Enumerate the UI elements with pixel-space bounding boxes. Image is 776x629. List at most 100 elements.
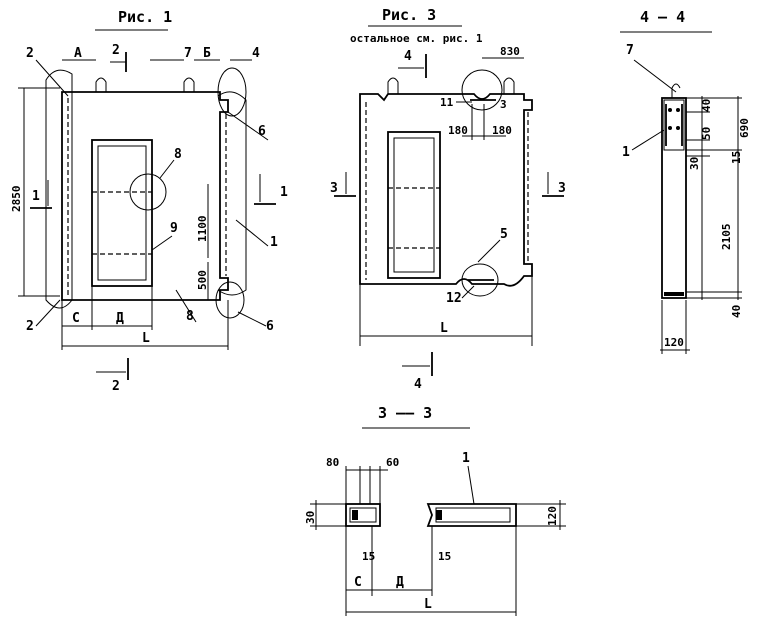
sec33-left-hatch [352, 510, 358, 520]
section-3-3-title: 3 —— 3 [378, 404, 432, 422]
sec44-lifting-loop [671, 83, 681, 98]
sec44-top-block [663, 99, 685, 151]
sec44-bar-1 [668, 108, 672, 112]
sec33-dim-60: 60 [386, 456, 399, 469]
sec44-bottom-plate [664, 292, 684, 296]
fig1-callout-9: 9 [170, 221, 178, 236]
fig3-dim-180-right: 180 [492, 124, 512, 137]
fig3-callout-11: 11 [440, 96, 454, 109]
sec33-dim-80: 80 [326, 456, 339, 469]
fig1-callout-6b-leader [237, 311, 267, 327]
sec33-callout-1: 1 [462, 451, 470, 466]
fig1-detail-circle-4 [217, 67, 247, 117]
titles: Рис. 1 Рис. 3 остальное см. рис. 1 4 — 4… [95, 6, 712, 429]
fig1-dim-a: А [74, 46, 82, 61]
sec44-dim-690: 690 [738, 118, 751, 138]
fig3-lifting-loop-right [503, 77, 515, 94]
fig3-dim-180-left: 180 [448, 124, 468, 137]
sec44-bar-2 [676, 108, 680, 112]
fig1-callout-8b-leader [175, 289, 197, 323]
sec33-dim-15-left: 15 [362, 550, 375, 563]
fig3-window-outer [387, 131, 441, 279]
fig3-callout-5: 5 [500, 227, 508, 242]
fig3-panel-outline [359, 93, 533, 287]
fig3-callout-5-leader [477, 239, 501, 263]
fig3-section-3-right: 3 [558, 181, 566, 196]
fig1-section-2-bottom: 2 [112, 379, 120, 394]
fig1-detail-circle-6 [215, 281, 245, 319]
fig3-section-3-left: 3 [330, 181, 338, 196]
sec33-right-inner [435, 507, 511, 523]
fig1-callout-4: 4 [252, 46, 260, 61]
sec44-callout-1-leader [631, 129, 665, 151]
sec44-callout-7-leader [633, 59, 677, 93]
fig3-title: Рис. 3 [382, 6, 436, 24]
fig1-callout-2-bottom: 2 [26, 319, 34, 334]
sec33-left-inner [349, 507, 377, 523]
fig1-callout-7: 7 [184, 46, 192, 61]
sec33-dim-120: 120 [546, 506, 559, 526]
sec44-dim-50: 50 [700, 127, 713, 140]
fig1-lifting-loop-left [95, 77, 107, 92]
fig1-callout-9-leader [151, 235, 173, 251]
fig3-callout-12-leader [461, 285, 475, 299]
sec33-dim-c: С [354, 575, 362, 590]
fig1-dim-b: Б [203, 46, 211, 61]
fig1-section-1-right: 1 [280, 185, 288, 200]
sec44-dim-15: 15 [730, 151, 743, 164]
fig3-callout-3: 3 [500, 98, 507, 111]
fig3-callout-12: 12 [446, 291, 462, 306]
sec33-dim-30: 30 [304, 511, 317, 524]
fig1-dim-l: L [142, 331, 150, 346]
fig1-dim-500: 500 [196, 270, 209, 290]
fig1-callout-2-leader [35, 59, 69, 97]
sec44-dim-120: 120 [664, 336, 684, 349]
fig1-panel-outline [61, 91, 229, 301]
section-4-4-title: 4 — 4 [640, 8, 685, 26]
fig3-section-4-bottom: 4 [414, 377, 422, 392]
fig1-section-1-left: 1 [32, 189, 40, 204]
fig1-window-inner [97, 145, 147, 281]
fig1-dim-c: С [72, 311, 80, 326]
sec33-dim-15-right: 15 [438, 550, 451, 563]
section-4-4: 7 1 40 50 690 30 15 2105 40 120 [622, 43, 751, 354]
fig3-elevation: 830 4 11 3 180 180 3 3 5 12 L 4 [330, 45, 566, 392]
sec44-dim-40-bottom: 40 [730, 305, 743, 318]
fig3-detail-circle-top [461, 69, 503, 111]
fig1-detail-loop-right [217, 91, 247, 296]
fig1-section-2-top: 2 [112, 43, 120, 58]
fig1-callout-8-bottom: 8 [186, 309, 194, 324]
fig1-callout-6-bottom: 6 [266, 319, 274, 334]
fig3-detail-circle-bottom [461, 263, 499, 297]
fig3-section-4-top: 4 [404, 49, 412, 64]
sec33-right-block [426, 503, 517, 527]
sec44-outline [661, 97, 687, 299]
fig3-lifting-loop-left [387, 77, 399, 94]
sec44-callout-1: 1 [622, 145, 630, 160]
sec33-right-hatch [436, 510, 442, 520]
sec44-dim-2105: 2105 [720, 224, 733, 251]
fig1-callout-1: 1 [270, 235, 278, 250]
fig1-detail-circle-8 [129, 173, 167, 211]
section-3-3: 1 80 60 30 120 15 15 С Д L [304, 451, 566, 616]
fig1-height-dim: 2850 [10, 186, 23, 213]
fig1-dim-1100: 1100 [196, 216, 209, 243]
fig1-callout-6-top: 6 [258, 124, 266, 139]
sec44-dim-30: 30 [688, 157, 701, 170]
sec33-left-block [345, 503, 381, 527]
fig1-lifting-loop-right [183, 77, 195, 92]
sec44-bar-4 [676, 126, 680, 130]
sec44-dim-40-top: 40 [700, 99, 713, 112]
fig3-window-inner [393, 137, 435, 273]
fig1-elevation: А Б 2 7 2 4 6 8 9 1 2850 1100 500 1 1 [10, 43, 288, 394]
fig1-callout-1-leader [235, 219, 269, 247]
fig1-callout-2b-leader [35, 299, 61, 327]
sec44-bar-3 [668, 126, 672, 130]
fig3-dim-830: 830 [500, 45, 520, 58]
fig1-callout-2-top: 2 [26, 46, 34, 61]
fig1-callout-8-leader [159, 159, 175, 179]
fig1-title: Рис. 1 [118, 8, 172, 26]
fig1-callout-8: 8 [174, 147, 182, 162]
sec44-callout-7: 7 [626, 43, 634, 58]
